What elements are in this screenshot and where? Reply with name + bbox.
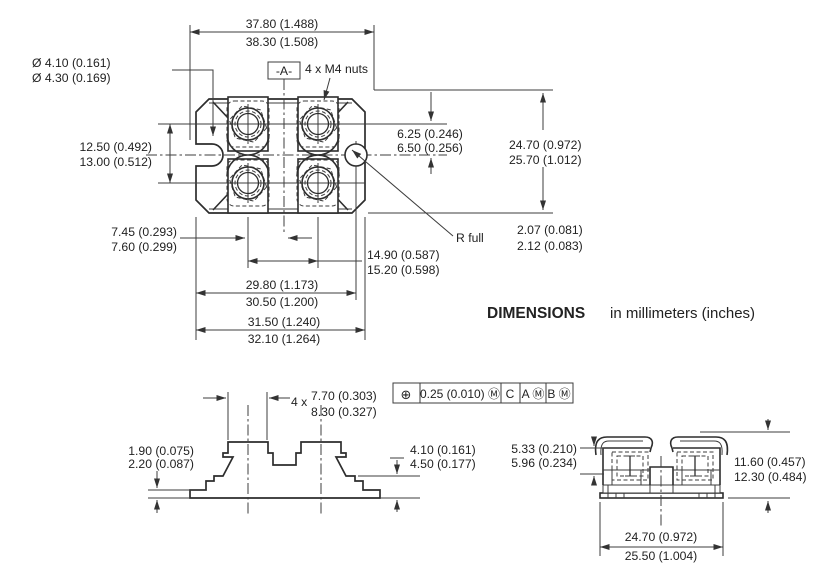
count-prefix: 4 x bbox=[291, 395, 307, 409]
dim-label: 24.70 (0.972) bbox=[625, 530, 698, 544]
dim-label: 24.70 (0.972) bbox=[509, 138, 582, 152]
position-symbol: ⊕ bbox=[401, 387, 412, 402]
datum-ref-a: A Ⓜ bbox=[522, 387, 545, 401]
mounting-hole bbox=[344, 143, 368, 167]
dim-label: Ø 4.10 (0.161) bbox=[32, 56, 111, 70]
dim-label: 5.33 (0.210) bbox=[511, 442, 577, 456]
units-note-rest: in millimeters (inches) bbox=[610, 305, 755, 322]
dim-overall-width: 37.80 (1.488) 38.30 (1.508) bbox=[189, 17, 375, 140]
dim-label: 8.30 (0.327) bbox=[311, 405, 377, 419]
dim-label: 4.10 (0.161) bbox=[410, 443, 476, 457]
dim-label: 2.20 (0.087) bbox=[128, 457, 194, 471]
dim-hole-dia: Ø 4.10 (0.161) Ø 4.30 (0.169) bbox=[32, 56, 216, 136]
dim-label: 25.50 (1.004) bbox=[625, 549, 698, 563]
dim-label: 11.60 (0.457) bbox=[734, 455, 806, 469]
datum-a-flag: -A- bbox=[267, 61, 301, 80]
dim-label: 29.80 (1.173) bbox=[246, 278, 319, 292]
dim-row-pitch: 12.50 (0.492) 13.00 (0.512) bbox=[79, 124, 173, 183]
dim-label: Ø 4.30 (0.169) bbox=[32, 71, 111, 85]
radius-label: R full bbox=[456, 231, 484, 245]
module-body-outline bbox=[195, 98, 366, 214]
nuts-label: 4 x M4 nuts bbox=[305, 62, 368, 76]
dim-label: 7.60 (0.299) bbox=[111, 240, 177, 254]
dim-label: 15.20 (0.598) bbox=[367, 263, 440, 277]
dim-label: 7.45 (0.293) bbox=[111, 225, 177, 239]
front-outline bbox=[189, 441, 381, 499]
front-view: 4 x 7.70 (0.303) 8.30 (0.327) 1.90 (0.07… bbox=[128, 389, 476, 516]
dim-label: 5.96 (0.234) bbox=[511, 456, 577, 470]
side-view: 5.33 (0.210) 5.96 (0.234) 11.60 (0.457) … bbox=[511, 419, 807, 563]
tolerance-value: 0.25 (0.010) Ⓜ bbox=[420, 387, 500, 401]
dim-label: 38.30 (1.508) bbox=[246, 35, 319, 49]
dim-label: 14.90 (0.587) bbox=[367, 248, 440, 262]
dim-body-width: 31.50 (1.240) 32.10 (1.264) bbox=[196, 217, 366, 346]
dim-label: 32.10 (1.264) bbox=[248, 332, 321, 346]
dim-label: 2.07 (0.081) bbox=[517, 223, 583, 237]
top-view bbox=[146, 79, 447, 232]
dim-label: 25.70 (1.012) bbox=[509, 153, 582, 167]
dim-label: 2.12 (0.083) bbox=[517, 239, 583, 253]
dim-label: 12.30 (0.484) bbox=[734, 470, 807, 484]
tolerance-frame: ⊕ 0.25 (0.010) Ⓜ C A Ⓜ B Ⓜ bbox=[392, 382, 574, 404]
dim-body-height: 24.70 (0.972) 25.70 (1.012) bbox=[368, 89, 582, 214]
dim-col-pitch: 14.90 (0.587) 15.20 (0.598) bbox=[248, 248, 440, 277]
dim-label: 12.50 (0.492) bbox=[79, 140, 152, 154]
dim-edge-to-col: 7.45 (0.293) 7.60 (0.299) bbox=[111, 217, 319, 268]
dim-label: 31.50 (1.240) bbox=[248, 315, 321, 329]
units-note: DIMENSIONS in millimeters (inches) bbox=[487, 305, 755, 322]
dim-label: 6.50 (0.256) bbox=[397, 141, 463, 155]
dim-r-full: R full 2.07 (0.081) 2.12 (0.083) bbox=[351, 149, 583, 253]
datum-label: -A- bbox=[276, 64, 292, 78]
dim-label: 13.00 (0.512) bbox=[79, 155, 152, 169]
dim-label: 30.50 (1.200) bbox=[246, 295, 319, 309]
dim-label: 7.70 (0.303) bbox=[311, 389, 377, 403]
units-note-bold: DIMENSIONS bbox=[487, 305, 585, 322]
dim-label: 1.90 (0.075) bbox=[128, 444, 194, 458]
datum-ref-b: B Ⓜ bbox=[547, 387, 570, 401]
dim-row-offset: 6.25 (0.246) 6.50 (0.256) bbox=[397, 92, 463, 174]
dim-label: 6.25 (0.246) bbox=[397, 127, 463, 141]
corner-chamfer-lines bbox=[212, 101, 349, 211]
nuts-note: 4 x M4 nuts bbox=[305, 62, 368, 101]
dim-label: 37.80 (1.488) bbox=[246, 17, 319, 31]
datum-ref-c: C bbox=[506, 387, 515, 401]
dim-edge-to-hole: 29.80 (1.173) 30.50 (1.200) bbox=[195, 168, 357, 340]
dim-label: 4.50 (0.177) bbox=[410, 457, 476, 471]
